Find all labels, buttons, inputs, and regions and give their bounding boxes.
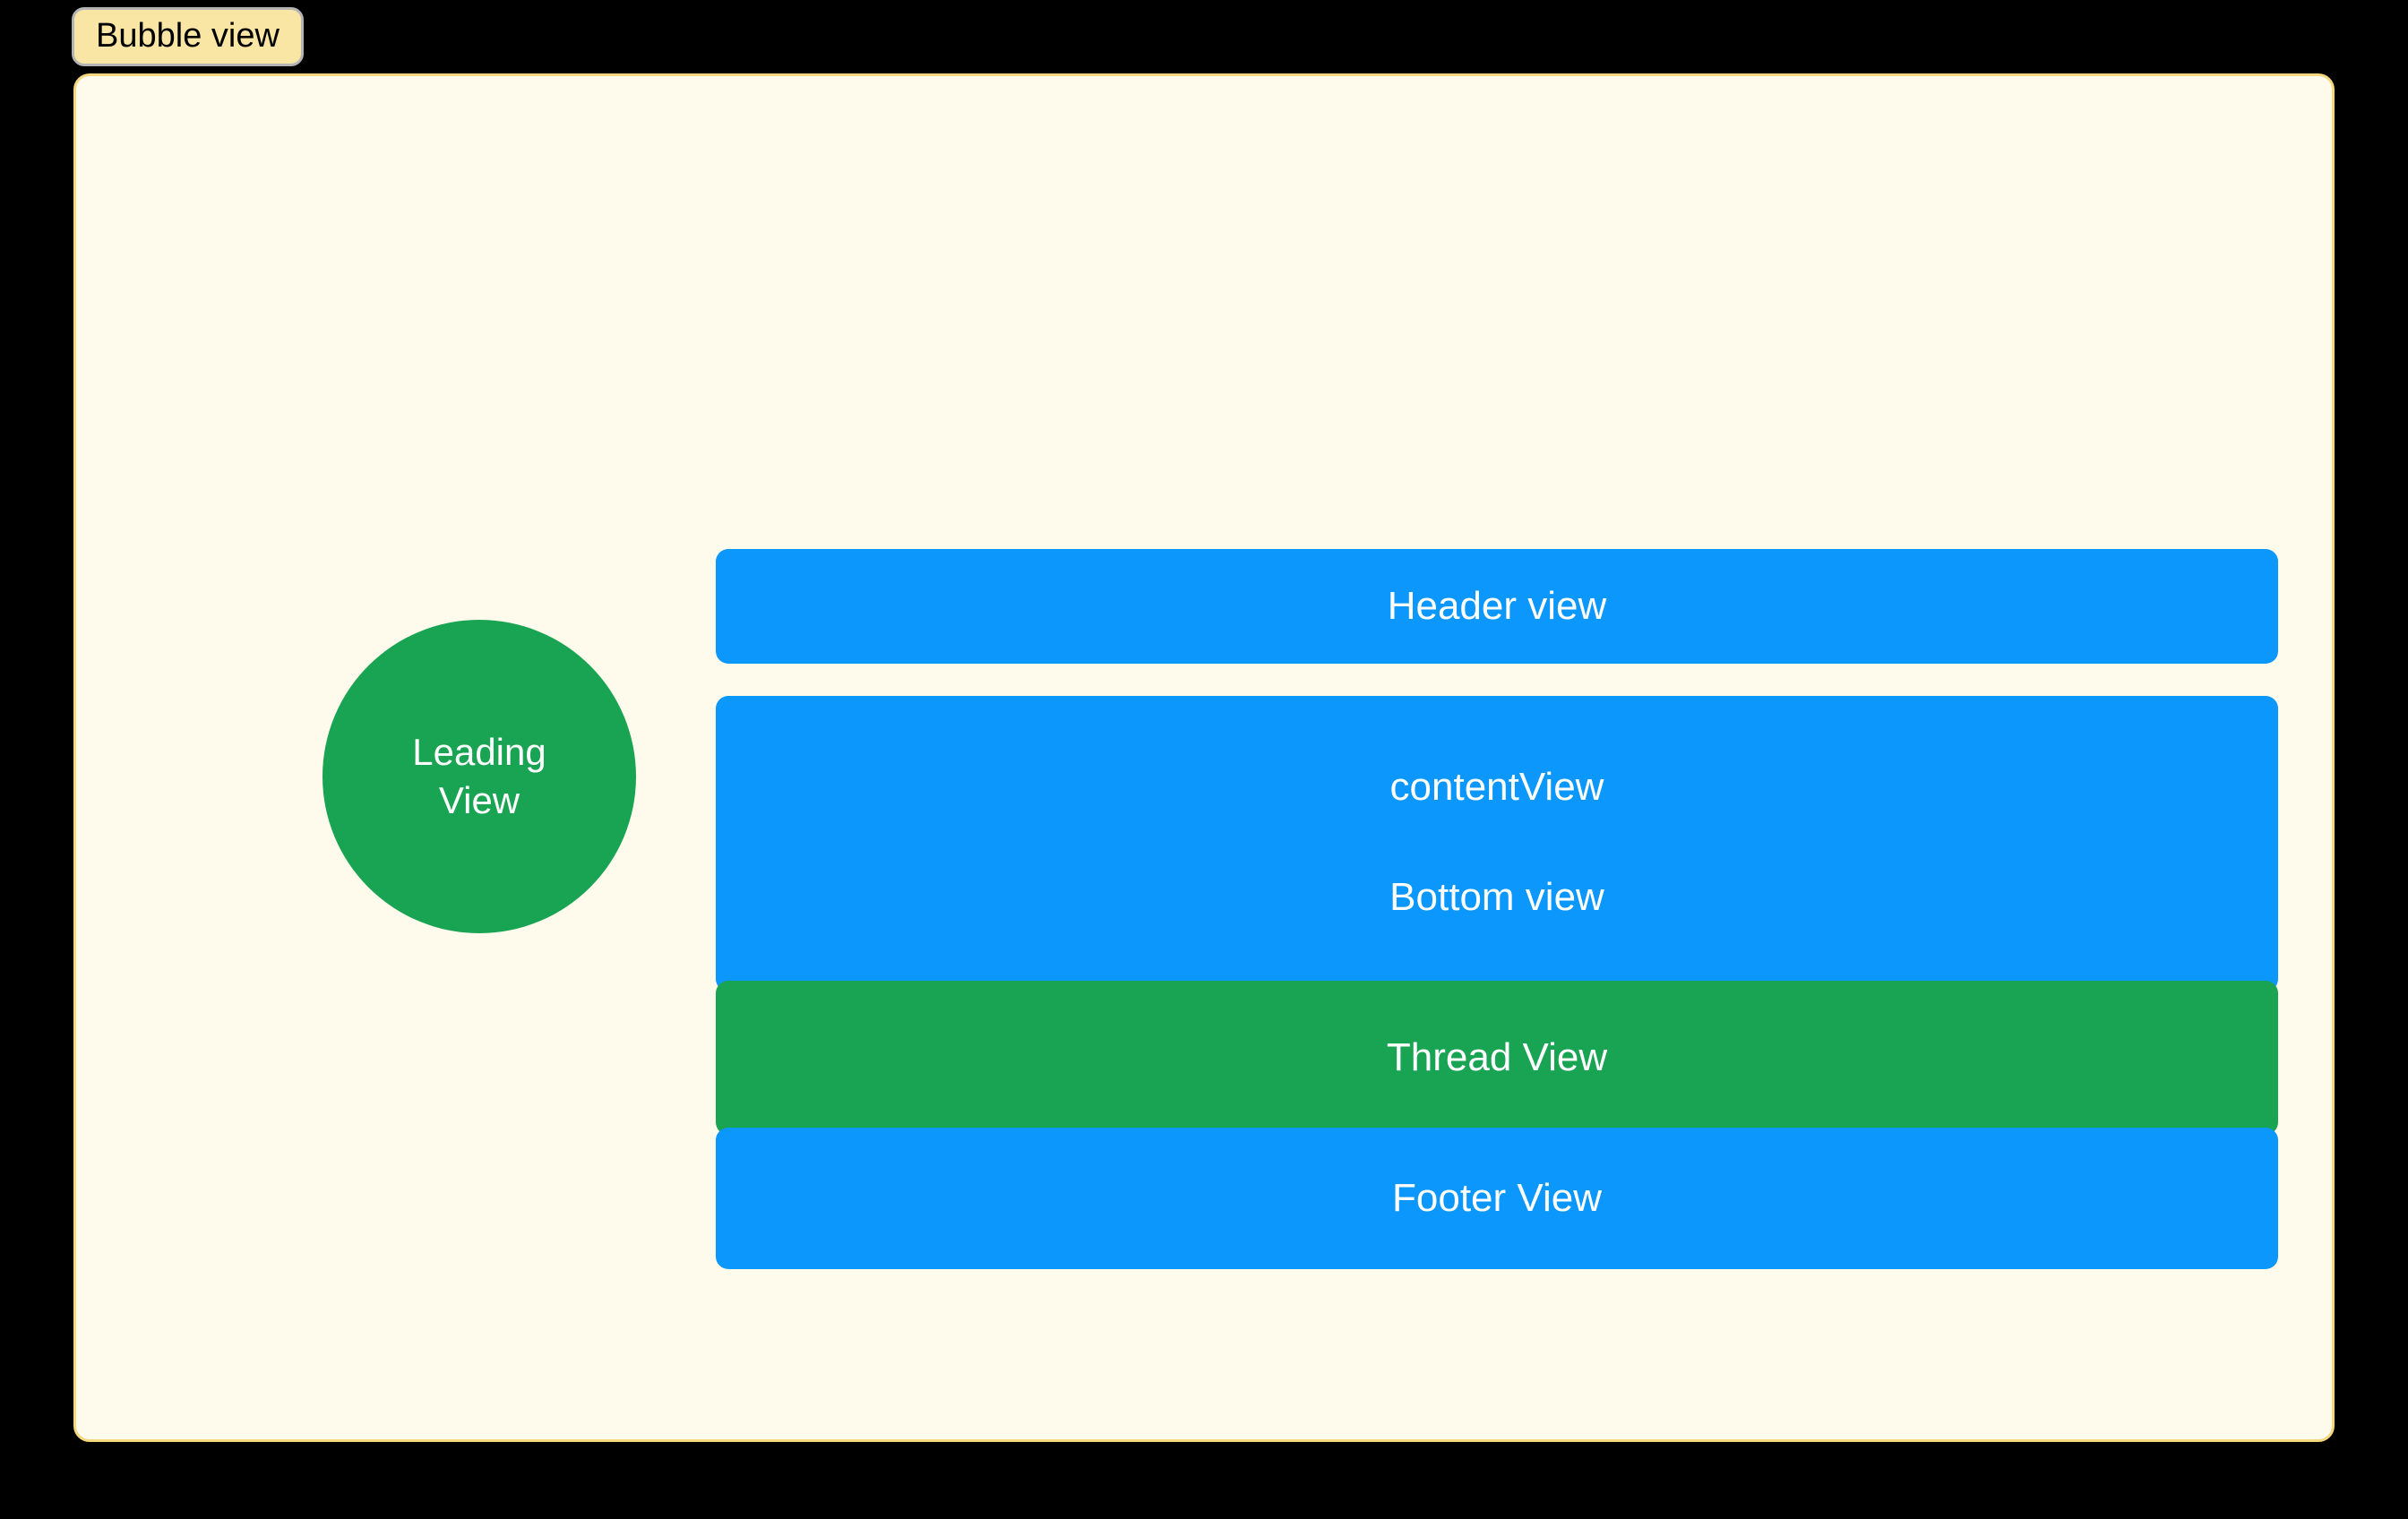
- leading-view-circle[interactable]: Leading View: [322, 620, 636, 933]
- leading-view-label-line2: View: [438, 779, 520, 821]
- bubble-view-panel: Leading View Header view contentView Bot…: [73, 73, 2335, 1442]
- thread-view-bar[interactable]: Thread View: [716, 981, 2278, 1135]
- header-view-label: Header view: [1387, 584, 1607, 628]
- content-view-bar[interactable]: contentView Bottom view: [716, 696, 2278, 991]
- header-view-bar[interactable]: Header view: [716, 549, 2278, 664]
- thread-view-label: Thread View: [1386, 1035, 1608, 1079]
- footer-view-label: Footer View: [1392, 1176, 1602, 1220]
- bubble-view-tag[interactable]: Bubble view: [72, 7, 304, 66]
- leading-view-label-line1: Leading: [412, 731, 546, 774]
- content-view-label: contentView: [1389, 764, 1604, 809]
- bottom-view-label: Bottom view: [1389, 874, 1604, 919]
- footer-view-bar[interactable]: Footer View: [716, 1128, 2278, 1269]
- bars-stack: Header view contentView Bottom view Thre…: [716, 549, 2278, 1269]
